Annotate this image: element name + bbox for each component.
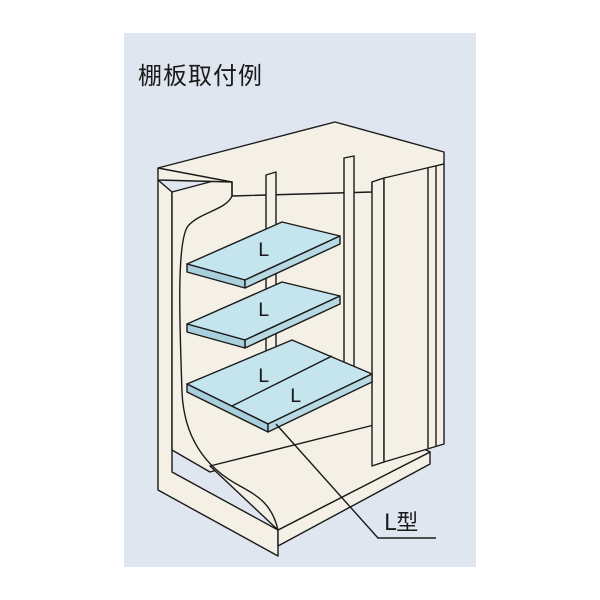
figure-title: 棚板取付例 — [138, 62, 263, 90]
shelf-top-label: L — [258, 239, 269, 261]
cabinet-top-front-edge — [157, 167, 233, 196]
cabinet-right-front-post — [371, 177, 385, 467]
callout-leader-line — [275, 423, 436, 539]
cabinet-rear-post-right — [343, 155, 355, 394]
shelf-middle: L — [186, 281, 341, 349]
callout-label: L型 — [384, 511, 418, 536]
shelf-bottom-label-right: L — [290, 385, 301, 407]
cabinet-right-side — [383, 163, 445, 463]
shelf-top: L — [186, 221, 341, 289]
shelf-bottom-label-left: L — [258, 365, 269, 387]
cutaway-edge — [179, 195, 279, 531]
shelf-middle-label: L — [258, 299, 269, 321]
shelf-bottom: L L — [186, 339, 373, 433]
